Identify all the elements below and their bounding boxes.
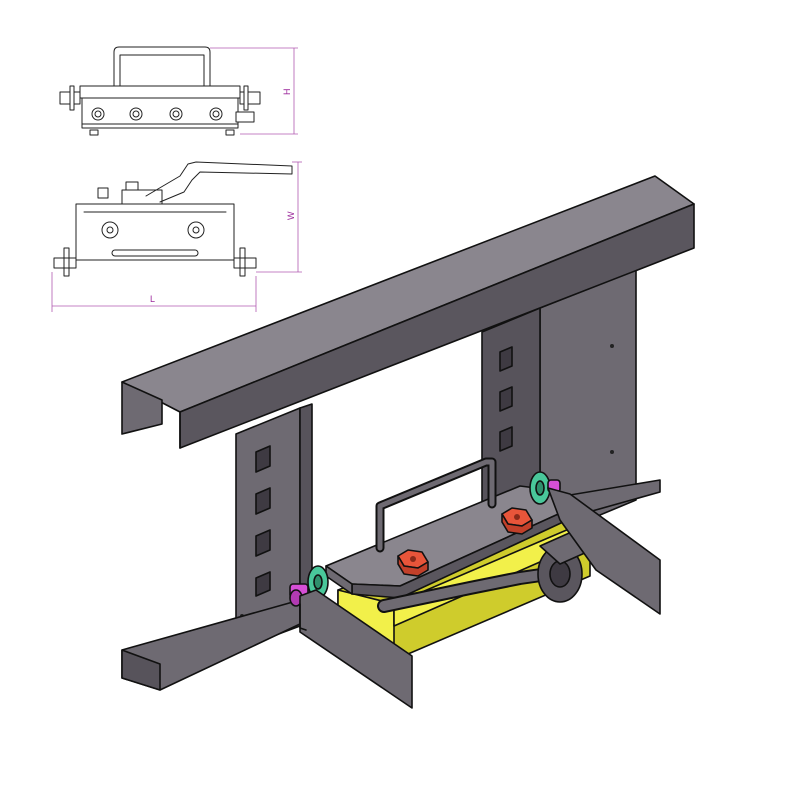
dimension-w-label: W [286,211,296,220]
hex-bolt-icon [101,221,119,239]
hex-bolt-icon [187,221,205,239]
left-guide-plate [299,589,413,709]
left-upright-plate [121,403,313,691]
top-orthographic-view: H [59,46,298,136]
hex-bolt-icon [501,507,533,535]
right-guide-plate [547,487,661,615]
hex-bolt-icon [209,107,223,121]
hex-bolt-icon [397,549,429,577]
side-orthographic-view: W L [51,161,302,312]
lifting-handle [375,457,497,553]
hex-bolt-icon [91,107,105,121]
isometric-assembly [121,175,695,709]
top-channel-beam [121,175,695,449]
roller-wheel [529,471,551,505]
hex-bolt-icon [169,107,183,121]
dimension-h-label: H [282,89,292,96]
dimension-l-label: L [150,294,155,304]
hex-bolt-icon [129,107,143,121]
